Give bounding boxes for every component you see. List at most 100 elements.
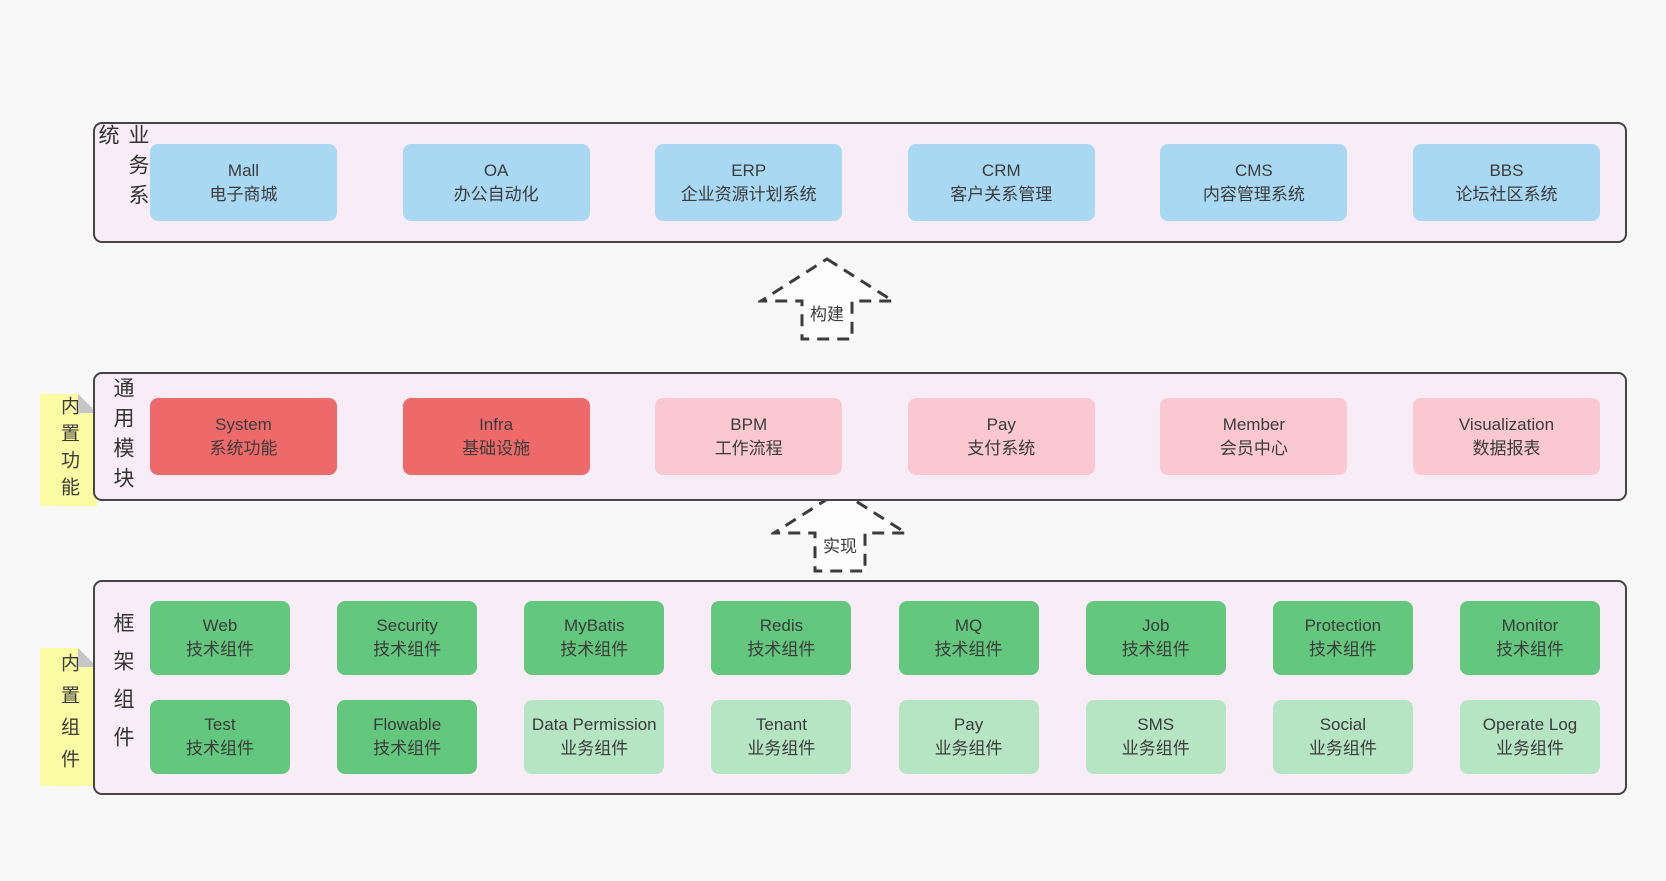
- box-monitor-subtitle: 技术组件: [1495, 640, 1564, 659]
- framework-components-row-1: Web 技术组件 Security 技术组件 MyBatis 技术组件 Redi…: [150, 601, 1600, 675]
- box-member: Member 会员中心: [1160, 398, 1348, 475]
- box-web-subtitle: 技术组件: [186, 640, 254, 659]
- box-oa-name: OA: [483, 160, 509, 180]
- box-web: Web 技术组件: [150, 601, 290, 675]
- box-test-name: Test: [204, 715, 236, 735]
- box-infra-name: Infra: [479, 414, 514, 434]
- box-system-name: System: [215, 414, 272, 434]
- box-data-permission-name: Data Permission: [531, 715, 657, 735]
- framework-components-panel: 框架组件 Web 技术组件 Security 技术组件 MyBatis 技术组件…: [93, 580, 1627, 795]
- box-pay-biz: Pay 业务组件: [898, 700, 1039, 774]
- common-modules-label: 通用模块: [111, 376, 134, 497]
- box-bbs-subtitle: 论坛社区系统: [1455, 184, 1558, 204]
- box-crm: CRM 客户关系管理: [907, 144, 1095, 221]
- box-redis-subtitle: 技术组件: [747, 640, 816, 659]
- box-cms-subtitle: 内容管理系统: [1202, 184, 1305, 204]
- box-sms-subtitle: 业务组件: [1121, 739, 1190, 758]
- box-visualization-subtitle: 数据报表: [1472, 438, 1541, 458]
- implement-arrow: 实现: [771, 488, 909, 574]
- box-mall-subtitle: 电子商城: [209, 184, 278, 204]
- box-job-subtitle: 技术组件: [1121, 640, 1190, 659]
- box-cms-name: CMS: [1234, 160, 1273, 180]
- box-tenant-subtitle: 业务组件: [747, 739, 816, 758]
- built-in-components-tag-label: 内置组件: [58, 653, 79, 781]
- box-sms: SMS 业务组件: [1085, 700, 1226, 774]
- common-modules-row: System 系统功能 Infra 基础设施 BPM 工作流程 Pay 支付系统…: [150, 374, 1600, 499]
- box-oa: OA 办公自动化: [402, 144, 590, 221]
- box-crm-name: CRM: [981, 160, 1021, 180]
- box-sms-name: SMS: [1137, 715, 1175, 735]
- box-oa-subtitle: 办公自动化: [453, 184, 539, 204]
- box-member-name: Member: [1222, 414, 1286, 434]
- box-pay-biz-name: Pay: [953, 715, 984, 735]
- box-bpm-subtitle: 工作流程: [714, 438, 783, 458]
- box-bpm: BPM 工作流程: [655, 398, 843, 475]
- box-pay-subtitle: 支付系统: [967, 438, 1036, 458]
- box-data-permission: Data Permission 业务组件: [524, 700, 665, 774]
- box-erp-name: ERP: [731, 160, 767, 180]
- box-monitor: Monitor 技术组件: [1459, 601, 1600, 675]
- box-bbs: BBS 论坛社区系统: [1412, 144, 1600, 221]
- box-infra: Infra 基础设施: [402, 398, 590, 475]
- box-mq: MQ 技术组件: [898, 601, 1039, 675]
- box-social-subtitle: 业务组件: [1308, 739, 1377, 758]
- box-pay: Pay 支付系统: [907, 398, 1095, 475]
- box-security: Security 技术组件: [337, 601, 478, 675]
- box-data-permission-subtitle: 业务组件: [560, 739, 629, 758]
- box-protection-subtitle: 技术组件: [1308, 640, 1377, 659]
- box-mq-subtitle: 技术组件: [934, 640, 1003, 659]
- box-mall-name: Mall: [227, 160, 260, 180]
- box-bpm-name: BPM: [730, 414, 768, 434]
- box-flowable: Flowable 技术组件: [337, 700, 478, 774]
- box-redis-name: Redis: [759, 616, 804, 636]
- business-systems-row: Mall 电子商城 OA 办公自动化 ERP 企业资源计划系统 CRM 客户关系…: [150, 124, 1600, 241]
- box-cms: CMS 内容管理系统: [1160, 144, 1348, 221]
- box-redis: Redis 技术组件: [711, 601, 852, 675]
- box-social: Social 业务组件: [1272, 700, 1413, 774]
- box-system-subtitle: 系统功能: [209, 438, 278, 458]
- box-mybatis: MyBatis 技术组件: [524, 601, 665, 675]
- folded-corner-icon: [78, 394, 97, 413]
- box-system: System 系统功能: [150, 398, 337, 475]
- box-bbs-name: BBS: [1489, 160, 1524, 180]
- box-mq-name: MQ: [954, 616, 983, 636]
- box-erp-subtitle: 企业资源计划系统: [680, 184, 817, 204]
- box-pay-name: Pay: [986, 414, 1016, 434]
- box-monitor-name: Monitor: [1501, 616, 1559, 636]
- box-job: Job 技术组件: [1085, 601, 1226, 675]
- box-tenant: Tenant 业务组件: [711, 700, 852, 774]
- box-mall: Mall 电子商城: [150, 144, 337, 221]
- common-modules-panel: 通用模块 System 系统功能 Infra 基础设施 BPM 工作流程 Pay…: [93, 372, 1627, 501]
- folded-corner-icon: [78, 648, 97, 667]
- business-systems-panel: 业务系统 Mall 电子商城 OA 办公自动化 ERP 企业资源计划系统 CRM…: [93, 122, 1627, 243]
- framework-components-rows: Web 技术组件 Security 技术组件 MyBatis 技术组件 Redi…: [150, 601, 1600, 774]
- built-in-features-tag-label: 内置功能: [58, 396, 79, 504]
- build-arrow: 构建: [758, 256, 896, 342]
- box-security-name: Security: [376, 616, 438, 636]
- business-systems-label: 业务系统: [96, 124, 149, 214]
- box-social-name: Social: [1319, 715, 1366, 735]
- box-mybatis-name: MyBatis: [564, 616, 625, 636]
- built-in-components-tag: 内置组件: [40, 648, 97, 786]
- build-arrow-label: 构建: [758, 300, 896, 325]
- up-block-arrow-icon: [771, 489, 909, 573]
- box-test-subtitle: 技术组件: [186, 739, 254, 758]
- up-block-arrow-icon: [758, 257, 896, 341]
- framework-components-row-2: Test 技术组件 Flowable 技术组件 Data Permission …: [150, 700, 1600, 774]
- box-tenant-name: Tenant: [755, 715, 807, 735]
- box-visualization-name: Visualization: [1458, 414, 1555, 434]
- box-operate-log-subtitle: 业务组件: [1495, 739, 1564, 758]
- box-infra-subtitle: 基础设施: [462, 438, 531, 458]
- framework-components-label: 框架组件: [111, 611, 134, 764]
- box-crm-subtitle: 客户关系管理: [950, 184, 1053, 204]
- box-operate-log: Operate Log 业务组件: [1459, 700, 1600, 774]
- box-member-subtitle: 会员中心: [1219, 438, 1288, 458]
- box-erp: ERP 企业资源计划系统: [655, 144, 843, 221]
- box-web-name: Web: [202, 616, 238, 636]
- box-mybatis-subtitle: 技术组件: [560, 640, 629, 659]
- implement-arrow-label: 实现: [771, 532, 909, 557]
- box-flowable-subtitle: 技术组件: [373, 739, 442, 758]
- box-test: Test 技术组件: [150, 700, 290, 774]
- box-security-subtitle: 技术组件: [373, 640, 442, 659]
- box-job-name: Job: [1141, 616, 1170, 636]
